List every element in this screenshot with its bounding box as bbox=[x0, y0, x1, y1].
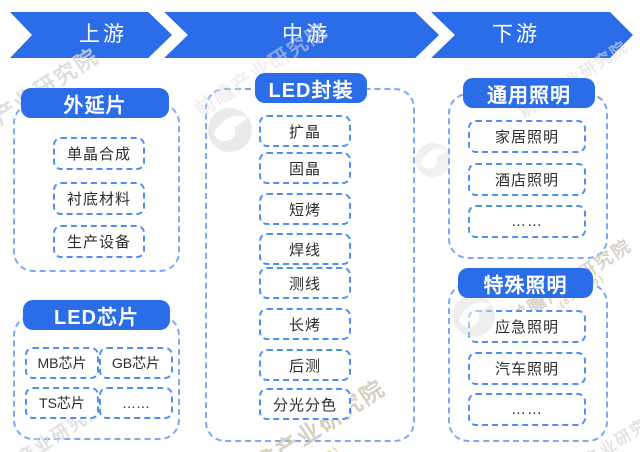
item-box: 家居照明 bbox=[468, 120, 586, 153]
banner-stage-upstream: 上游 bbox=[79, 23, 127, 46]
chevron-separator-icon bbox=[148, 12, 188, 58]
item-box: 短烤 bbox=[259, 193, 351, 225]
chevron-separator-icon bbox=[415, 12, 455, 58]
item-box: TS芯片 bbox=[25, 387, 99, 419]
group-header-led-packaging: LED封装 bbox=[255, 73, 367, 103]
item-box: 应急照明 bbox=[468, 310, 586, 343]
group-header-epitaxial-wafer: 外延片 bbox=[21, 88, 169, 118]
item-box: …… bbox=[99, 387, 173, 419]
item-box: 酒店照明 bbox=[468, 163, 586, 196]
item-box: GB芯片 bbox=[99, 347, 173, 379]
item-box: 单晶合成 bbox=[53, 137, 145, 170]
banner-stage-downstream: 下游 bbox=[492, 23, 540, 46]
item-box: 测线 bbox=[259, 267, 351, 299]
process-arrow-banner bbox=[10, 12, 633, 58]
qianzhan-logo-icon bbox=[415, 142, 451, 178]
item-box: MB芯片 bbox=[25, 347, 99, 379]
item-box: 分光分色 bbox=[259, 388, 351, 420]
watermark-subtext: (839599) bbox=[289, 444, 342, 452]
item-box: …… bbox=[468, 205, 586, 238]
item-box: …… bbox=[468, 393, 586, 426]
item-box: 后测 bbox=[259, 349, 351, 381]
banner-stage-midstream: 中游 bbox=[282, 23, 330, 46]
item-box: 生产设备 bbox=[53, 225, 145, 258]
item-box: 衬底材料 bbox=[53, 182, 145, 215]
group-header-led-chip: LED芯片 bbox=[23, 300, 170, 330]
item-box: 汽车照明 bbox=[468, 352, 586, 385]
item-box: 固晶 bbox=[259, 152, 351, 184]
item-box: 焊线 bbox=[259, 233, 351, 265]
group-header-general-lighting: 通用照明 bbox=[463, 78, 595, 108]
item-box: 长烤 bbox=[259, 308, 351, 340]
item-box: 扩晶 bbox=[259, 115, 351, 147]
group-header-special-lighting: 特殊照明 bbox=[458, 268, 593, 298]
